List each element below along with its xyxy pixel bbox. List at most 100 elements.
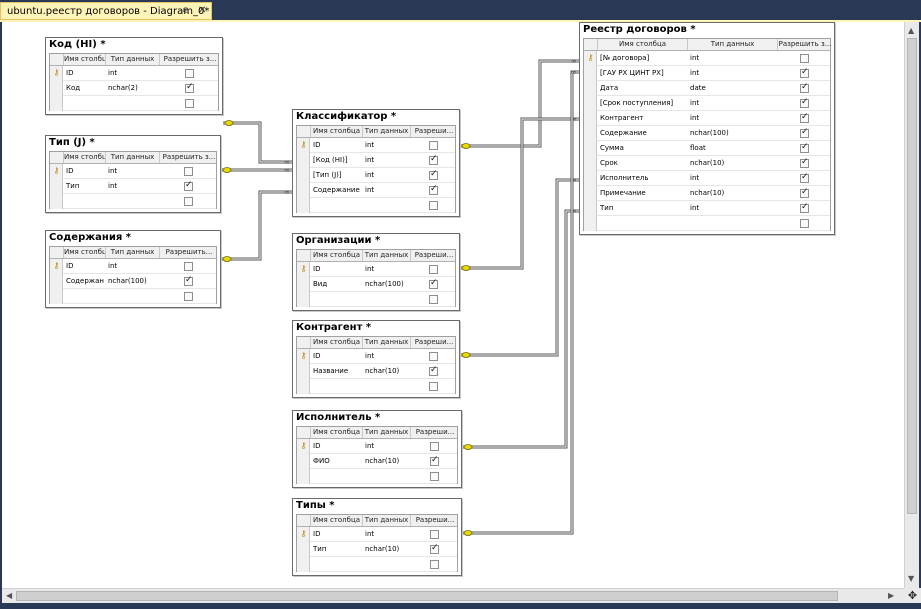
table-title[interactable]: Типы * <box>296 500 335 511</box>
data-type-cell[interactable]: int <box>690 54 700 62</box>
row-selector[interactable] <box>584 66 597 81</box>
header-data-type[interactable]: Тип данных <box>362 515 410 526</box>
new-column-row[interactable] <box>584 216 830 231</box>
column-row[interactable]: [Тип (J)]int <box>297 168 455 183</box>
header-column-name[interactable]: Имя столбца <box>597 39 687 50</box>
allow-nulls-checkbox[interactable] <box>800 219 809 228</box>
column-name-cell[interactable]: Примечание <box>600 189 646 197</box>
row-selector[interactable] <box>297 557 310 572</box>
data-type-cell[interactable]: nchar(10) <box>365 367 400 375</box>
allow-nulls-checkbox[interactable] <box>430 472 439 481</box>
data-type-cell[interactable]: int <box>365 442 375 450</box>
data-type-cell[interactable]: int <box>108 69 118 77</box>
row-selector[interactable]: ⚷ <box>297 439 310 454</box>
row-selector[interactable]: ⚷ <box>297 349 310 364</box>
data-type-cell[interactable]: int <box>108 182 118 190</box>
column-name-cell[interactable]: Тип <box>313 545 327 553</box>
relationship-line[interactable] <box>223 121 292 164</box>
row-selector[interactable] <box>297 454 310 469</box>
table-title[interactable]: Тип (J) * <box>49 137 95 148</box>
header-column-name[interactable]: Имя столбца <box>63 152 105 163</box>
allow-nulls-checkbox[interactable] <box>185 82 194 93</box>
header-data-type[interactable]: Тип данных <box>687 39 777 50</box>
header-allow-nulls[interactable]: Разрешить з... <box>159 54 220 65</box>
column-name-cell[interactable]: Дата <box>600 84 619 92</box>
vertical-scroll-thumb[interactable] <box>907 38 917 514</box>
data-type-cell[interactable]: nchar(10) <box>690 159 725 167</box>
column-name-cell[interactable]: ID <box>66 69 74 77</box>
scroll-right-icon[interactable]: ▶ <box>888 591 895 600</box>
allow-nulls-checkbox[interactable] <box>800 112 809 123</box>
horizontal-scrollbar[interactable]: ◀ ▶ <box>2 588 904 603</box>
allow-nulls-checkbox[interactable] <box>184 262 193 271</box>
row-selector[interactable] <box>297 153 310 168</box>
allow-nulls-checkbox[interactable] <box>800 97 809 108</box>
data-type-cell[interactable]: int <box>690 99 700 107</box>
row-selector[interactable] <box>584 216 597 231</box>
allow-nulls-checkbox[interactable] <box>184 292 193 301</box>
row-selector[interactable] <box>297 168 310 183</box>
header-column-name[interactable]: Имя столбца <box>310 250 362 261</box>
column-name-cell[interactable]: Срок <box>600 159 618 167</box>
data-type-cell[interactable]: int <box>690 204 700 212</box>
allow-nulls-checkbox[interactable] <box>429 184 438 195</box>
allow-nulls-checkbox[interactable] <box>800 157 809 168</box>
data-type-cell[interactable]: int <box>365 352 375 360</box>
pin-icon[interactable]: ⊕ <box>182 6 190 16</box>
table-title[interactable]: Реестр договоров * <box>583 24 696 35</box>
header-data-type[interactable]: Тип данных <box>362 337 410 348</box>
data-type-cell[interactable]: int <box>690 174 700 182</box>
data-type-cell[interactable]: int <box>365 186 375 194</box>
data-type-cell[interactable]: int <box>690 69 700 77</box>
data-type-cell[interactable]: int <box>108 262 118 270</box>
row-selector[interactable] <box>584 126 597 141</box>
column-name-cell[interactable]: Контрагент <box>600 114 644 122</box>
data-type-cell[interactable]: nchar(100) <box>690 129 729 137</box>
allow-nulls-checkbox[interactable] <box>800 54 809 63</box>
allow-nulls-checkbox[interactable] <box>430 543 439 554</box>
row-selector[interactable]: ⚷ <box>50 66 63 81</box>
row-selector[interactable]: ⚷ <box>297 138 310 153</box>
header-data-type[interactable]: Тип данных <box>105 152 159 163</box>
header-data-type[interactable]: Тип данных <box>362 250 410 261</box>
table-title[interactable]: Контрагент * <box>296 322 372 333</box>
column-name-cell[interactable]: Исполнитель <box>600 174 649 182</box>
column-name-cell[interactable]: Тип <box>66 182 80 190</box>
allow-nulls-checkbox[interactable] <box>184 167 193 176</box>
row-selector[interactable] <box>50 96 63 111</box>
column-name-cell[interactable]: [Тип (J)] <box>313 171 342 179</box>
row-selector[interactable] <box>584 96 597 111</box>
row-selector[interactable] <box>584 156 597 171</box>
new-column-row[interactable] <box>297 292 455 307</box>
data-type-cell[interactable]: nchar(10) <box>365 457 400 465</box>
column-name-cell[interactable]: [Код (HI)] <box>313 156 348 164</box>
row-selector[interactable] <box>584 201 597 216</box>
close-icon[interactable]: ✕ <box>198 5 207 16</box>
allow-nulls-checkbox[interactable] <box>800 67 809 78</box>
row-selector[interactable] <box>50 289 63 304</box>
vertical-scrollbar[interactable]: ▲ ▼ <box>904 22 919 588</box>
data-type-cell[interactable]: nchar(10) <box>365 545 400 553</box>
new-column-row[interactable] <box>50 289 216 304</box>
column-row[interactable]: Тип int <box>584 201 830 216</box>
relationship-line[interactable] <box>221 190 292 261</box>
header-data-type[interactable]: Тип данных <box>362 126 410 137</box>
data-type-cell[interactable]: int <box>365 156 375 164</box>
column-name-cell[interactable]: Код <box>66 84 81 92</box>
column-name-cell[interactable]: Содержание <box>313 186 360 194</box>
column-row[interactable]: Содержание int <box>297 183 455 198</box>
column-name-cell[interactable]: Тип <box>600 204 614 212</box>
